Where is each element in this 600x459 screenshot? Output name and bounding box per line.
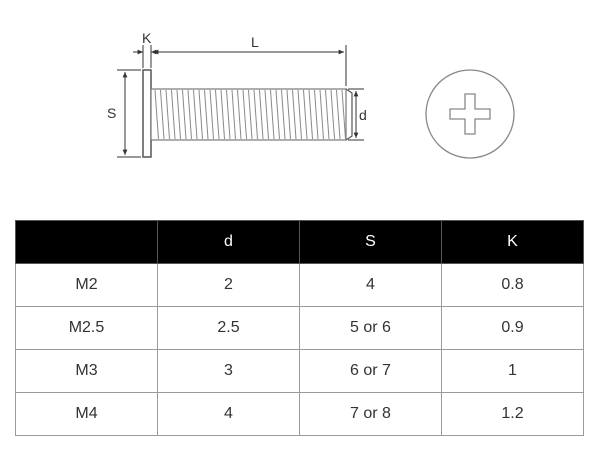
thread-line	[182, 89, 187, 140]
thread-line	[319, 89, 324, 140]
thread-line	[297, 89, 302, 140]
header-cell-d: d	[157, 220, 300, 264]
d-dimension-label: d	[359, 107, 367, 123]
thread-line	[165, 89, 170, 140]
thread-line	[209, 89, 214, 140]
thread-line	[330, 89, 335, 140]
table-cell: 1.2	[441, 392, 584, 436]
thread-line	[237, 89, 242, 140]
header-cell-s: S	[299, 220, 442, 264]
thread-line	[193, 89, 198, 140]
screw-top-view	[425, 69, 515, 159]
thread-line	[341, 89, 346, 140]
thread-line	[226, 89, 231, 140]
thread-line	[270, 89, 275, 140]
header-cell-size	[15, 220, 158, 264]
screw-dimension-drawing: K L S d	[107, 30, 515, 159]
table-cell: 4	[157, 392, 300, 436]
dimensions-table: d S K M2 2 4 0.8 M2.5 2.5 5 or 6 0.9 M3 …	[15, 220, 584, 436]
thread-line	[204, 89, 209, 140]
phillips-cross-icon	[449, 93, 491, 135]
table-cell: M4	[15, 392, 158, 436]
screw-side-view	[142, 69, 353, 158]
table-cell: 6 or 7	[299, 349, 442, 393]
table-header-row: d S K	[15, 220, 584, 264]
table-row: M2.5 2.5 5 or 6 0.9	[15, 306, 584, 350]
thread-line	[264, 89, 269, 140]
table-cell: 3	[157, 349, 300, 393]
l-dimension-label: L	[251, 34, 259, 50]
k-dimension-label: K	[142, 30, 152, 46]
table-cell: 1	[441, 349, 584, 393]
table-cell: 5 or 6	[299, 306, 442, 350]
thread-line	[176, 89, 181, 140]
table-cell: M2	[15, 263, 158, 307]
s-dimension: S	[107, 69, 141, 158]
table-cell: 4	[299, 263, 442, 307]
table-row: M2 2 4 0.8	[15, 263, 584, 307]
thread-line	[160, 89, 165, 140]
thread-line	[314, 89, 319, 140]
thread-line	[325, 89, 330, 140]
thread-line	[187, 89, 192, 140]
thread-line	[286, 89, 291, 140]
header-cell-k: K	[441, 220, 584, 264]
thread-line	[242, 89, 247, 140]
table-cell: M2.5	[15, 306, 158, 350]
table-cell: 0.8	[441, 263, 584, 307]
table-row: M4 4 7 or 8 1.2	[15, 392, 584, 436]
thread-line	[275, 89, 280, 140]
thread-line	[253, 89, 258, 140]
thread-line	[336, 89, 341, 140]
table-row: M3 3 6 or 7 1	[15, 349, 584, 393]
thread-line	[303, 89, 308, 140]
thread-line	[220, 89, 225, 140]
thread-lines	[154, 89, 346, 140]
table-cell: M3	[15, 349, 158, 393]
d-dimension: d	[348, 88, 367, 141]
thread-line	[154, 89, 159, 140]
thread-line	[281, 89, 286, 140]
thread-line	[308, 89, 313, 140]
k-dimension: K	[133, 30, 161, 68]
table-cell: 0.9	[441, 306, 584, 350]
table-cell: 7 or 8	[299, 392, 442, 436]
thread-line	[248, 89, 253, 140]
thread-line	[198, 89, 203, 140]
thread-line	[215, 89, 220, 140]
l-dimension: L	[153, 34, 347, 86]
table-cell: 2.5	[157, 306, 300, 350]
thread-line	[259, 89, 264, 140]
thread-line	[171, 89, 176, 140]
s-dimension-label: S	[107, 105, 116, 121]
thread-line	[292, 89, 297, 140]
thread-line	[231, 89, 236, 140]
table-cell: 2	[157, 263, 300, 307]
